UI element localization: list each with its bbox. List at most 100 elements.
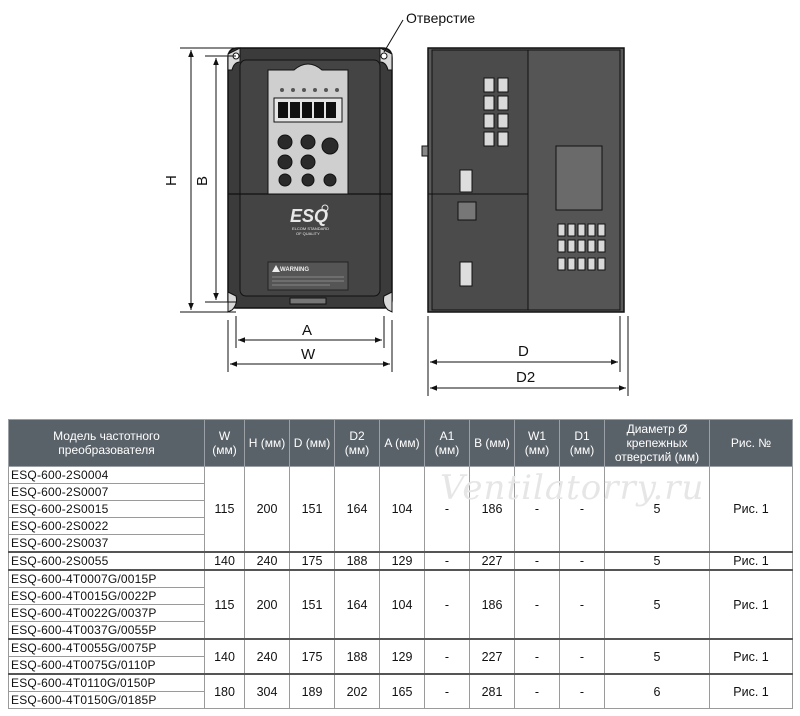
table-row: ESQ-600-4T0150G/0185P (8, 691, 793, 709)
a-cell: 104 (379, 466, 425, 553)
hole-cell: 5 (604, 638, 710, 675)
w-cell: 115 (204, 569, 245, 640)
a-cell: 104 (379, 569, 425, 640)
model-cell: ESQ-600-4T0150G/0185P (8, 691, 205, 709)
h-cell: 200 (244, 569, 290, 640)
table-row: ESQ-600-2S0015 (8, 500, 793, 518)
front-view: ESQ ELCOM STANDARD OF QUALITY WARNING (227, 47, 393, 313)
d2-cell: 164 (334, 466, 380, 553)
dimensions-table: Модель частотного преобразователя W (мм)… (8, 419, 793, 709)
a1-cell: - (424, 638, 470, 675)
a-cell: 129 (379, 551, 425, 571)
model-cell: ESQ-600-2S0055 (8, 551, 205, 571)
model-cell: ESQ-600-2S0015 (8, 500, 205, 518)
side-dimensions (427, 316, 629, 396)
model-cell: ESQ-600-2S0007 (8, 483, 205, 501)
header-d2: D2 (мм) (334, 419, 380, 467)
hole-cell: 5 (604, 551, 710, 571)
side-view (421, 47, 625, 313)
d2-cell: 202 (334, 673, 380, 709)
model-cell: ESQ-600-4T0015G/0022P (8, 587, 205, 605)
w1-cell: - (514, 638, 560, 675)
dim-w-label: W (301, 346, 316, 363)
model-cell: ESQ-600-4T0055G/0075P (8, 638, 205, 657)
model-cell: ESQ-600-2S0022 (8, 517, 205, 535)
h-cell: 240 (244, 638, 290, 675)
header-w: W (мм) (204, 419, 245, 467)
model-cell: ESQ-600-4T0037G/0055P (8, 621, 205, 640)
d-cell: 151 (289, 466, 335, 553)
w-cell: 140 (204, 638, 245, 675)
hole-callout: Отверстие (383, 10, 475, 53)
table-row: ESQ-600-4T0015G/0022P (8, 587, 793, 605)
table-row: ESQ-600-4T0037G/0055P (8, 621, 793, 640)
model-cell: ESQ-600-2S0037 (8, 534, 205, 553)
b-cell: 186 (469, 569, 515, 640)
w-cell: 140 (204, 551, 245, 571)
header-a: A (мм) (379, 419, 425, 467)
a1-cell: - (424, 551, 470, 571)
header-model: Модель частотного преобразователя (8, 419, 205, 467)
b-cell: 227 (469, 551, 515, 571)
dim-h-label: H (163, 175, 180, 186)
b-cell: 186 (469, 466, 515, 553)
hole-cell: 5 (604, 466, 710, 553)
d-cell: 175 (289, 638, 335, 675)
w1-cell: - (514, 569, 560, 640)
model-cell: ESQ-600-4T0110G/0150P (8, 673, 205, 692)
logo-subtitle-1: ELCOM STANDARD (292, 226, 329, 231)
hole-cell: 6 (604, 673, 710, 709)
logo-text: ESQ (290, 206, 328, 226)
d2-cell: 188 (334, 638, 380, 675)
d-cell: 151 (289, 569, 335, 640)
d1-cell: - (559, 569, 605, 640)
h-cell: 240 (244, 551, 290, 571)
a-cell: 165 (379, 673, 425, 709)
d-cell: 175 (289, 551, 335, 571)
fig-cell: Рис. 1 (709, 569, 793, 640)
model-cell: ESQ-600-4T0075G/0110P (8, 656, 205, 675)
dim-b-label: B (194, 176, 211, 186)
fig-cell: Рис. 1 (709, 551, 793, 571)
dim-d-label: D (518, 343, 529, 360)
hole-cell: 5 (604, 569, 710, 640)
technical-drawing: ESQ ELCOM STANDARD OF QUALITY WARNING От… (163, 10, 629, 396)
dim-a-label: A (302, 322, 312, 339)
model-cell: ESQ-600-2S0004 (8, 466, 205, 484)
dim-d2-label: D2 (516, 369, 535, 386)
header-d1: D1 (мм) (559, 419, 605, 467)
a1-cell: - (424, 569, 470, 640)
logo-subtitle-2: OF QUALITY (296, 231, 320, 236)
warning-label: WARNING (280, 267, 309, 273)
w-cell: 115 (204, 466, 245, 553)
callout-label: Отверстие (406, 10, 475, 26)
d1-cell: - (559, 466, 605, 553)
table-row: ESQ-600-2S0022 (8, 517, 793, 535)
table-header-row: Модель частотного преобразователя W (мм)… (8, 419, 793, 467)
table-row: ESQ-600-4T0022G/0037P (8, 604, 793, 622)
header-d: D (мм) (289, 419, 335, 467)
header-hole-diameter: Диаметр Ø крепежных отверстий (мм) (604, 419, 710, 467)
header-a1: A1 (мм) (424, 419, 470, 467)
header-figure: Рис. № (709, 419, 793, 467)
h-cell: 200 (244, 466, 290, 553)
model-cell: ESQ-600-4T0022G/0037P (8, 604, 205, 622)
fig-cell: Рис. 1 (709, 466, 793, 553)
w1-cell: - (514, 466, 560, 553)
b-cell: 281 (469, 673, 515, 709)
a1-cell: - (424, 466, 470, 553)
d1-cell: - (559, 551, 605, 571)
header-h: H (мм) (244, 419, 290, 467)
a-cell: 129 (379, 638, 425, 675)
w1-cell: - (514, 551, 560, 571)
h-cell: 304 (244, 673, 290, 709)
d1-cell: - (559, 638, 605, 675)
w-cell: 180 (204, 673, 245, 709)
model-cell: ESQ-600-4T0007G/0015P (8, 569, 205, 588)
